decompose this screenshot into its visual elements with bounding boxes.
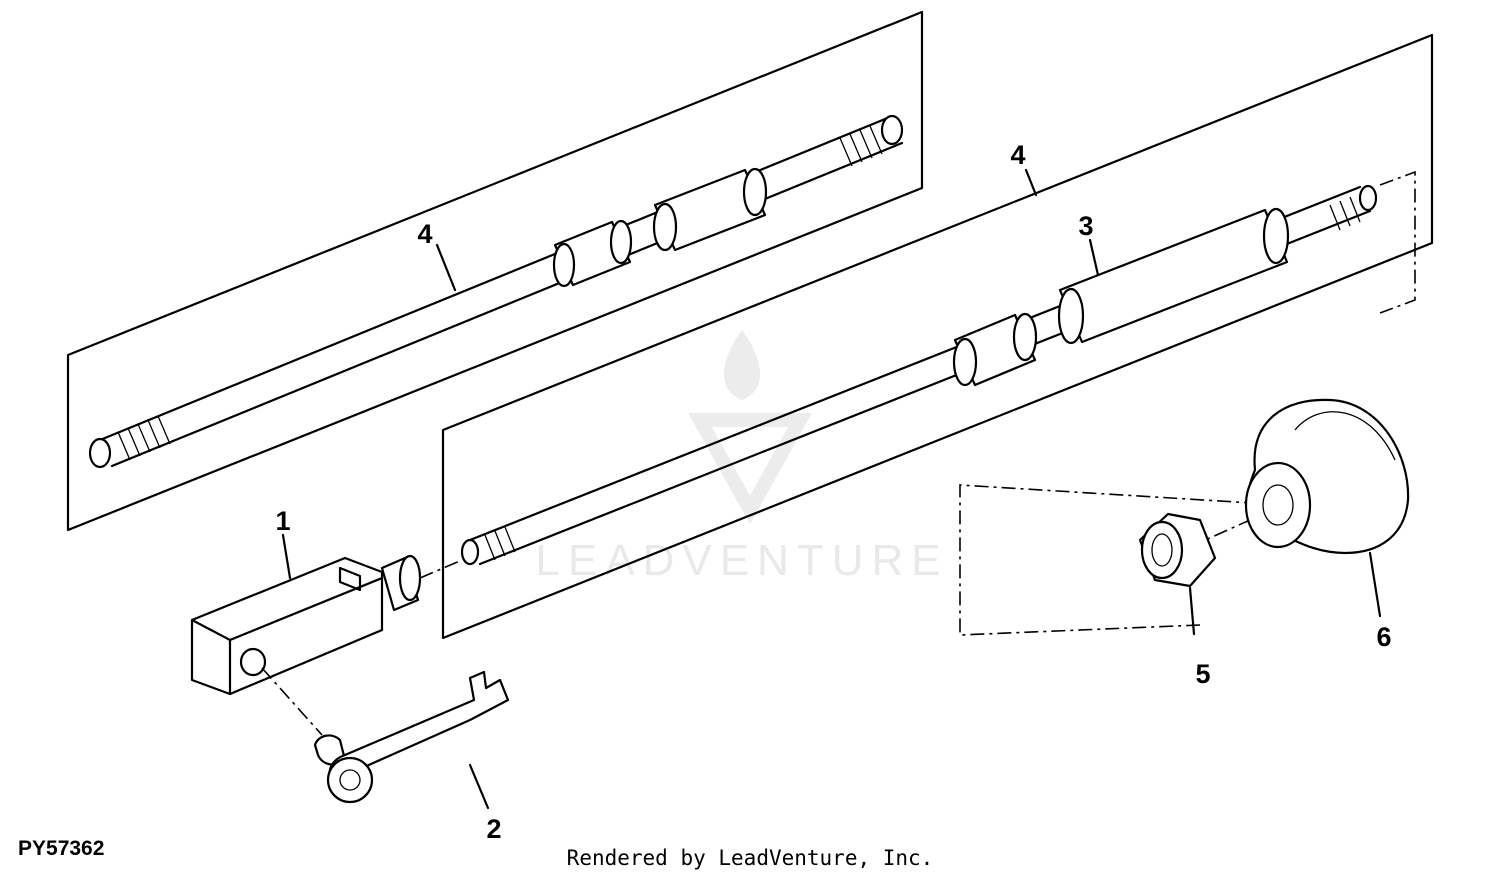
hardware-group <box>959 398 1410 636</box>
callout-part-4-lower: 4 <box>1010 140 1025 170</box>
callout-part-6: 6 <box>1376 622 1391 652</box>
callout-part-1: 1 <box>275 506 290 536</box>
callout-part-3: 3 <box>1078 211 1093 241</box>
callout-part-5: 5 <box>1195 659 1210 689</box>
credit-text: Rendered by LeadVenture, Inc. <box>567 846 934 870</box>
upper-panel <box>66 10 924 532</box>
pin <box>261 667 510 810</box>
watermark: LEADVENTURE <box>535 330 948 585</box>
figure-code: PY57362 <box>18 837 104 860</box>
lower-panel <box>441 33 1434 640</box>
watermark-text: LEADVENTURE <box>535 536 948 585</box>
callout-part-2: 2 <box>486 814 501 844</box>
callout-part-4-upper: 4 <box>417 219 432 249</box>
clevis <box>190 533 463 696</box>
